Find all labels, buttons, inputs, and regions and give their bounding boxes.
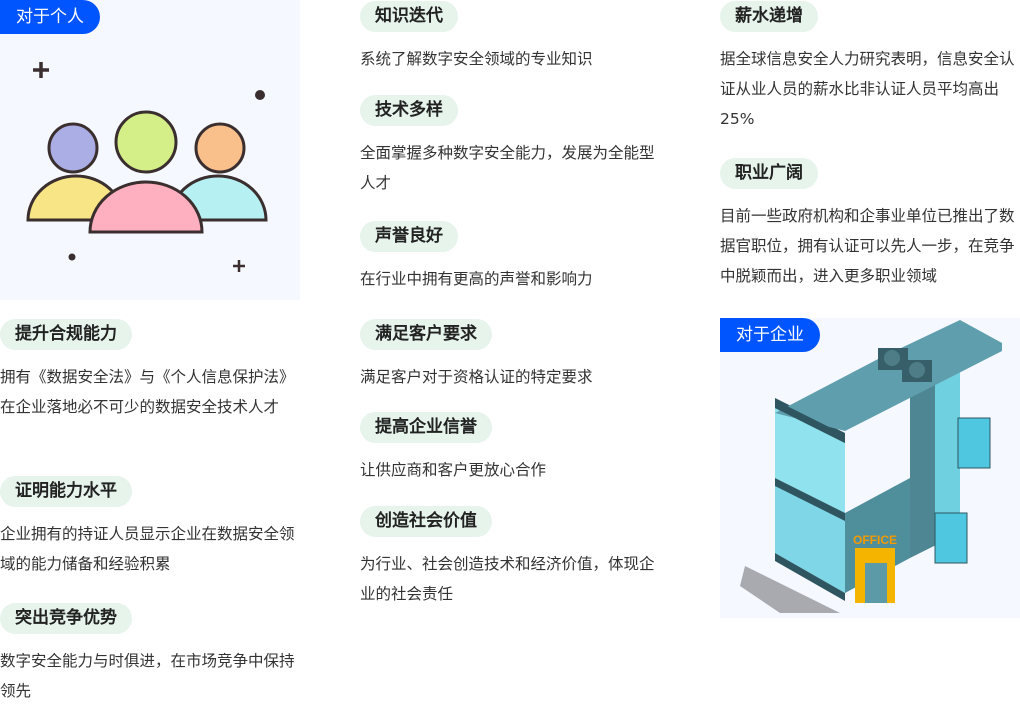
individual-illustration: 对于个人 [0,0,300,300]
benefit-desc: 在行业中拥有更高的声誉和影响力 [360,270,593,288]
benefit-item: 声誉良好 在行业中拥有更高的声誉和影响力 [360,221,660,294]
benefit-item: 知识迭代 系统了解数字安全领域的专业知识 [360,1,660,74]
enterprise-illustration: OFFICE 对于企业 [720,318,1020,618]
benefit-item: 满足客户要求 满足客户对于资格认证的特定要求 [360,319,660,392]
benefit-desc: 数字安全能力与时俱进，在市场竞争中保持领先 [0,652,295,700]
benefit-item: 薪水递增 据全球信息安全人力研究表明，信息安全认证从业人员的薪水比非认证人员平均… [720,1,1020,134]
benefit-title: 声誉良好 [360,221,458,252]
benefit-desc: 系统了解数字安全领域的专业知识 [360,50,593,68]
benefit-title: 突出竞争优势 [0,603,132,634]
people-icon [26,62,268,272]
benefit-title: 证明能力水平 [0,476,132,507]
benefit-desc: 满足客户对于资格认证的特定要求 [360,368,593,386]
benefit-item: 职业广阔 目前一些政府机构和企事业单位已推出了数据官职位，拥有认证可以先人一步，… [720,158,1020,291]
benefit-title: 薪水递增 [720,1,818,32]
benefit-desc: 拥有《数据安全法》与《个人信息保护法》在企业落地必不可少的数据安全技术人才 [0,368,295,416]
benefit-title: 满足客户要求 [360,319,492,350]
benefit-item: 提升合规能力 拥有《数据安全法》与《个人信息保护法》在企业落地必不可少的数据安全… [0,319,300,422]
benefit-desc: 据全球信息安全人力研究表明，信息安全认证从业人员的薪水比非认证人员平均高出25% [720,50,1015,128]
benefit-title: 创造社会价值 [360,506,492,537]
benefit-title: 提高企业信誉 [360,412,492,443]
benefit-title: 提升合规能力 [0,319,132,350]
benefit-item: 创造社会价值 为行业、社会创造技术和经济价值，体现企业的社会责任 [360,506,660,609]
enterprise-badge: 对于企业 [720,318,820,352]
benefit-title: 职业广阔 [720,158,818,189]
individual-badge: 对于个人 [0,0,100,34]
benefit-desc: 让供应商和客户更放心合作 [360,461,547,479]
benefit-title: 知识迭代 [360,1,458,32]
benefit-title: 技术多样 [360,95,458,126]
benefit-item: 技术多样 全面掌握多种数字安全能力，发展为全能型人才 [360,95,660,198]
office-building-icon: OFFICE [740,320,1002,613]
benefit-desc: 企业拥有的持证人员显示企业在数据安全领域的能力储备和经验积累 [0,525,295,573]
benefit-desc: 目前一些政府机构和企事业单位已推出了数据官职位，拥有认证可以先人一步，在竞争中脱… [720,207,1015,285]
benefit-item: 证明能力水平 企业拥有的持证人员显示企业在数据安全领域的能力储备和经验积累 [0,476,300,579]
office-sign: OFFICE [853,533,897,547]
benefit-item: 突出竞争优势 数字安全能力与时俱进，在市场竞争中保持领先 [0,603,300,706]
benefit-desc: 全面掌握多种数字安全能力，发展为全能型人才 [360,144,655,192]
benefit-item: 提高企业信誉 让供应商和客户更放心合作 [360,412,660,485]
benefit-desc: 为行业、社会创造技术和经济价值，体现企业的社会责任 [360,555,655,603]
